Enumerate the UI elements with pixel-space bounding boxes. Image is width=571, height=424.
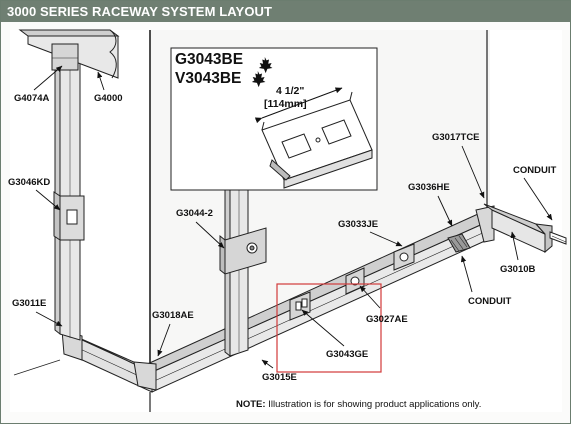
- maple-leaf-icon: [251, 71, 266, 88]
- label-g3027ae: G3027AE: [366, 314, 408, 325]
- conduit-pipe: [549, 231, 567, 245]
- label-g3018ae: G3018AE: [152, 310, 194, 321]
- raceway-devices: [289, 233, 471, 321]
- diagram-title: 3000 SERIES RACEWAY SYSTEM LAYOUT: [1, 1, 570, 22]
- inset-panel: G3043BE V3043BE 4 1/2" [114mm]: [170, 47, 378, 191]
- right-wall: [490, 30, 562, 248]
- raceway-layout-diagram: G3043BE V3043BE 4 1/2" [114mm]: [8, 29, 567, 412]
- inset-dimension-inches: 4 1/2": [276, 85, 304, 97]
- label-g3033je: G3033JE: [338, 219, 378, 230]
- ceiling-raceway: [18, 29, 120, 79]
- label-g4074a: G4074A: [14, 93, 50, 104]
- label-g3017tce: G3017TCE: [432, 132, 480, 143]
- connector-g3036he: [447, 233, 471, 253]
- label-g3015e: G3015E: [262, 372, 297, 383]
- highlight-box: [276, 283, 382, 373]
- footnote: NOTE: Illustration is for showing produc…: [236, 399, 481, 410]
- note-text: Illustration is for showing product appl…: [266, 399, 482, 410]
- inset-model-2: V3043BE: [175, 70, 241, 87]
- label-g4000: G4000: [94, 93, 123, 104]
- note-label: NOTE:: [236, 399, 266, 410]
- switch-toggle: [66, 209, 78, 225]
- receptacle-g3027ae: [345, 267, 365, 295]
- cover-plate-drawing: [261, 91, 373, 189]
- maple-leaf-icon: [258, 57, 273, 74]
- floor: [150, 215, 562, 412]
- center-vertical-raceway: [219, 184, 267, 358]
- label-g3043ge: G3043GE: [326, 349, 368, 360]
- ceiling-drop-fitting: [51, 43, 79, 71]
- dimension-arrow: [254, 87, 343, 124]
- label-g3044-2: G3044-2: [176, 208, 213, 219]
- label-g3011e: G3011E: [12, 298, 46, 309]
- label-g3046kd: G3046KD: [8, 177, 50, 188]
- inset-model-1: G3043BE: [175, 51, 243, 68]
- right-raceway-end-cap: [534, 223, 553, 254]
- leader-lines: [33, 65, 553, 369]
- switch-box: [53, 191, 85, 241]
- callout-labels: G4074A G4000 G3046KD G3011E G3044-2 G301…: [8, 93, 556, 383]
- label-conduit-top: CONDUIT: [513, 165, 556, 176]
- label-g3010b: G3010B: [500, 264, 536, 275]
- label-conduit-bottom: CONDUIT: [468, 296, 511, 307]
- inside-corner-fitting: [133, 361, 157, 391]
- receptacle-g3033je: [393, 243, 415, 271]
- label-g3036he: G3036HE: [408, 182, 450, 193]
